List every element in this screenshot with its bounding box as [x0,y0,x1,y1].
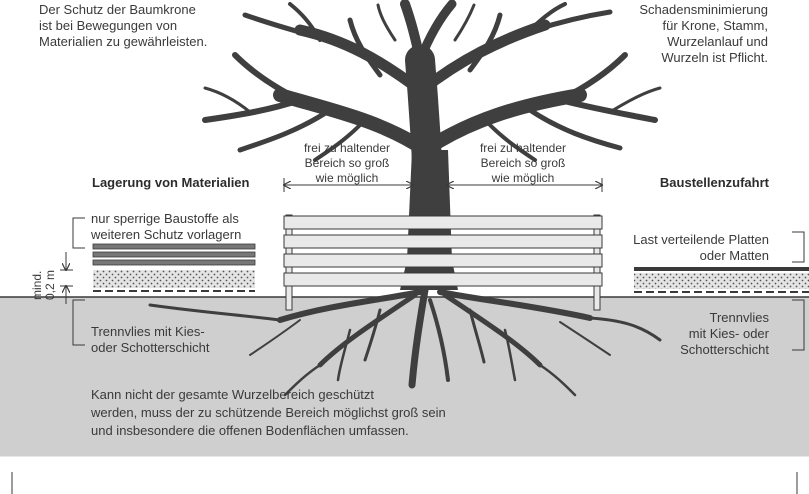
damage-note-line: Wurzeln ist Pflicht. [661,50,768,65]
storage-fleece-line: oder Schotterschicht [91,340,210,355]
access-heading: Baustellenzufahrt [659,175,769,190]
free-zone-left-line: Bereich so groß [304,156,390,170]
tree-roots [148,286,662,397]
storage-note-line: nur sperrige Baustoffe als [91,211,239,226]
crown-note-line: ist bei Bewegungen von [39,18,178,33]
crown-note-line: Materialien zu gewährleisten. [39,34,208,49]
free-zone-right-label: frei zu haltender Bereich so groß wie mö… [468,141,578,186]
access-fleece-label: Trennvlies mit Kies- oder Schotterschich… [680,310,769,358]
free-zone-right-line: Bereich so groß [480,156,566,170]
damage-note-line: Wurzelanlauf und [667,34,768,49]
soil-area [0,297,809,457]
root-note-line: werden, muss der zu schützende Bereich m… [91,405,446,420]
storage-note: nur sperrige Baustoffe als weiteren Schu… [91,211,241,243]
storage-note-line: weiteren Schutz vorlagern [91,227,242,242]
storage-fleece-label: Trennvlies mit Kies- oder Schotterschich… [91,324,210,356]
access-fleece-line: Trennvlies [709,310,769,325]
damage-note-line: Schadensminimierung [639,2,768,17]
root-note-line: Kann nicht der gesamte Wurzelbereich ges… [91,387,375,402]
access-road-layers [634,267,809,293]
access-note-line: oder Matten [699,248,769,263]
storage-heading: Lagerung von Materialien [92,175,250,190]
protective-fence [283,214,603,311]
root-zone-note: Kann nicht der gesamte Wurzelbereich ges… [91,386,446,440]
min-height-line: 0,2 m [43,269,57,300]
damage-note-line: für Krone, Stamm, [662,18,768,33]
access-plates-note: Last verteilende Platten oder Matten [633,232,769,264]
material-stack [92,243,256,292]
free-zone-left-label: frei zu haltender Bereich so groß wie mö… [292,141,402,186]
min-height-label: mind. 0,2 m [30,269,57,300]
access-note-line: Last verteilende Platten [633,232,769,247]
crown-note-line: Der Schutz der Baumkrone [39,2,196,17]
free-zone-right-line: frei zu haltender [479,141,567,155]
free-zone-left-line: wie möglich [315,171,379,185]
access-fleece-line: mit Kies- oder [688,326,769,341]
damage-minimization-note: Schadensminimierung für Krone, Stamm, Wu… [639,2,768,66]
root-note-line: und insbesondere die offenen Bodenfläche… [91,423,409,438]
min-height-marker [60,252,73,304]
crown-protection-note: Der Schutz der Baumkrone ist bei Bewegun… [39,2,207,50]
access-fleece-line: Schotterschicht [680,342,769,357]
free-zone-left-line: frei zu haltender [303,141,391,155]
storage-fleece-line: Trennvlies mit Kies- [91,324,205,339]
free-zone-right-line: wie möglich [491,171,555,185]
